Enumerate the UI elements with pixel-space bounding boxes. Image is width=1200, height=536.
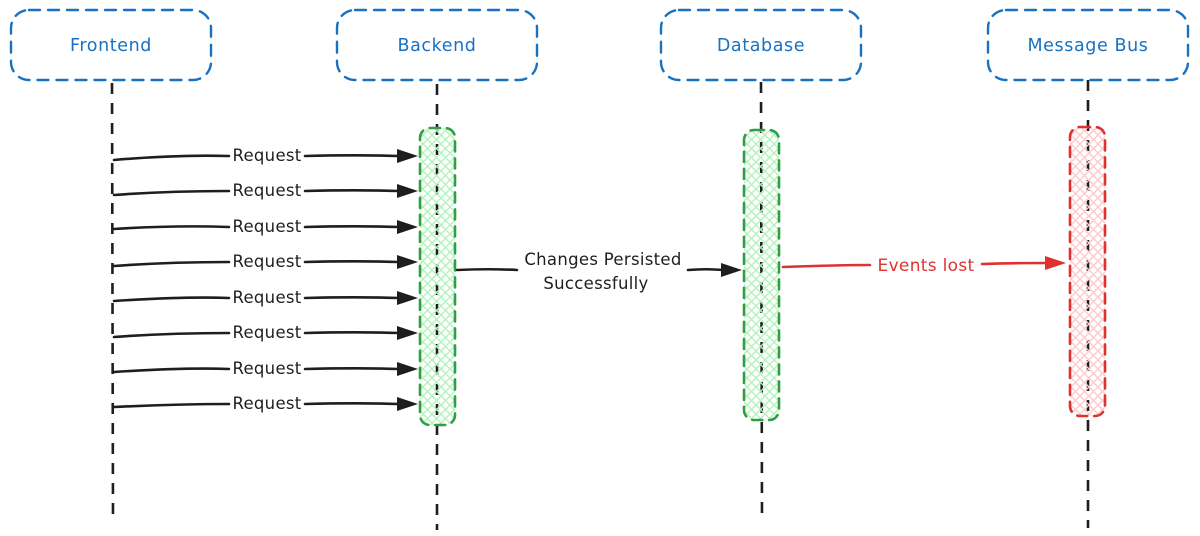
request-label: Request [232, 146, 301, 165]
request-label: Request [232, 323, 301, 342]
request-label: Request [232, 359, 301, 378]
actor-box-message-bus [986, 8, 1190, 82]
arrowhead-icon [397, 255, 418, 269]
request-line-left [112, 296, 231, 303]
arrowhead-icon [397, 291, 418, 305]
request-arrow-7: Request [112, 359, 418, 378]
actor-label-message-bus: Message Bus [1027, 36, 1148, 56]
lifeline-frontend [110, 82, 115, 521]
arrowhead-icon [397, 149, 418, 163]
events-lost-line-left [781, 263, 872, 269]
actor-backend: Backend [335, 8, 539, 82]
request-line-left [112, 260, 231, 268]
lifeline-database [759, 81, 764, 521]
arrowhead-icon [397, 362, 418, 376]
activation-bar-database [742, 128, 781, 422]
request-line-right [303, 224, 401, 229]
request-line-left [112, 225, 231, 231]
arrowhead-icon [1045, 256, 1066, 270]
arrowhead-icon [397, 220, 418, 234]
request-line-right [303, 153, 401, 158]
actor-message-bus: Message Bus [986, 8, 1190, 82]
actor-frontend: Frontend [9, 8, 213, 82]
request-label: Request [232, 217, 301, 236]
request-line-right [303, 401, 401, 406]
persist-label-line1: Changes Persisted [524, 250, 681, 269]
actor-label-backend: Backend [397, 36, 476, 56]
actor-label-database: Database [717, 36, 805, 56]
request-line-left [112, 331, 231, 339]
persist-line-right [686, 267, 725, 272]
request-arrow-4: Request [112, 252, 418, 271]
events-lost-line-right [980, 261, 1048, 266]
actor-box-frontend [9, 8, 213, 82]
request-arrow-2: Request [112, 181, 418, 200]
actor-box-database [659, 8, 863, 82]
arrowhead-icon [397, 397, 418, 411]
actor-database: Database [659, 8, 863, 82]
request-label: Request [232, 288, 301, 307]
request-line-left [112, 367, 231, 374]
request-line-right [303, 259, 401, 264]
persist-arrow: Changes Persisted Successfully [455, 250, 742, 293]
arrowhead-icon [397, 184, 418, 198]
persist-line-left [455, 267, 519, 272]
request-line-right [303, 330, 401, 335]
request-arrow-8: Request [112, 394, 418, 413]
request-arrow-6: Request [112, 323, 418, 342]
request-line-left [112, 189, 231, 197]
request-line-left [112, 402, 231, 409]
actor-label-frontend: Frontend [70, 36, 152, 56]
events-lost-label: Events lost [878, 256, 975, 276]
request-line-left [112, 154, 231, 162]
events-lost-arrow: Events lost [781, 256, 1066, 276]
request-line-right [303, 366, 401, 371]
persist-label-line2: Successfully [543, 274, 648, 293]
request-arrow-5: Request [112, 288, 418, 307]
request-line-right [303, 188, 401, 193]
request-label: Request [232, 181, 301, 200]
activation-bar-backend [418, 126, 457, 427]
activation-bar-message-bus [1068, 125, 1107, 418]
actor-box-backend [335, 8, 539, 82]
request-label: Request [232, 394, 301, 413]
arrowhead-icon [721, 263, 742, 277]
request-arrow-3: Request [112, 217, 418, 236]
request-arrow-1: Request [112, 146, 418, 165]
request-label: Request [232, 252, 301, 271]
arrowhead-icon [397, 326, 418, 340]
request-line-right [303, 295, 401, 300]
